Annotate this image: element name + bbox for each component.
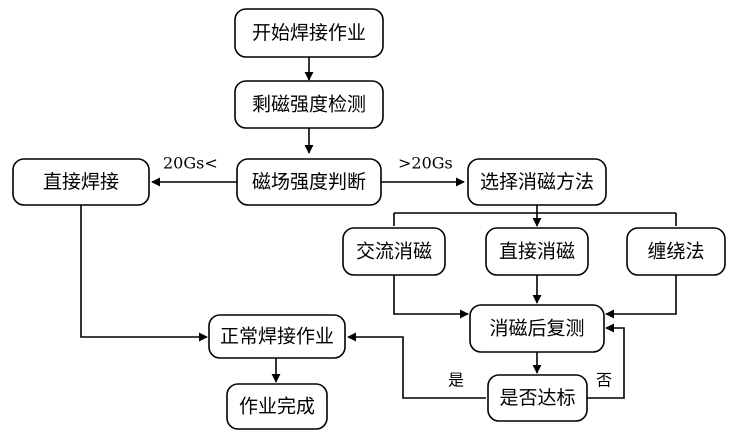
edge-direct-weld-to-normal-weld (80, 205, 208, 342)
edge-winding-to-retest (605, 275, 677, 319)
node-direct-weld: 直接焊接 (12, 158, 150, 206)
edge-label-greater-than-20gs: >20Gs (398, 154, 453, 173)
node-retest-label: 消磁后复测 (489, 318, 584, 340)
edge-pass-check-yes-to-normal-weld (347, 332, 486, 399)
node-winding-label: 缠绕法 (647, 241, 704, 263)
node-done: 作业完成 (226, 383, 328, 430)
edge-labels: 20Gs< >20Gs 是 否 (163, 154, 612, 390)
edge-label-less-than-20gs: 20Gs< (163, 154, 218, 173)
node-normal-weld: 正常焊接作业 (208, 314, 346, 359)
edge-label-no: 否 (596, 371, 612, 390)
edge-pass-check-no-to-retest (587, 323, 625, 399)
node-dc-demag: 直接消磁 (485, 227, 589, 276)
node-residual-check-label: 剩磁强度检测 (252, 94, 366, 116)
node-choose-method: 选择消磁方法 (467, 158, 607, 206)
node-direct-weld-label: 直接焊接 (43, 171, 119, 193)
edge-label-yes: 是 (448, 371, 464, 390)
edge-ac-demag-to-retest (393, 275, 469, 319)
node-residual-check: 剩磁强度检测 (234, 80, 384, 129)
node-retest: 消磁后复测 (469, 304, 605, 353)
node-judge-label: 磁场强度判断 (252, 171, 366, 193)
node-dc-demag-label: 直接消磁 (499, 241, 575, 263)
node-ac-demag: 交流消磁 (342, 227, 446, 276)
node-choose-method-label: 选择消磁方法 (480, 171, 594, 193)
node-pass-check-label: 是否达标 (499, 387, 575, 409)
edge-choose-method-branch (393, 205, 677, 226)
node-judge: 磁场强度判断 (236, 158, 382, 206)
edges (80, 57, 677, 399)
node-ac-demag-label: 交流消磁 (356, 241, 432, 263)
node-pass-check: 是否达标 (487, 374, 588, 422)
node-done-label: 作业完成 (239, 396, 315, 418)
node-start: 开始焊接作业 (234, 8, 384, 58)
node-start-label: 开始焊接作业 (252, 22, 366, 44)
node-winding: 缠绕法 (626, 227, 726, 276)
node-normal-weld-label: 正常焊接作业 (220, 326, 334, 348)
